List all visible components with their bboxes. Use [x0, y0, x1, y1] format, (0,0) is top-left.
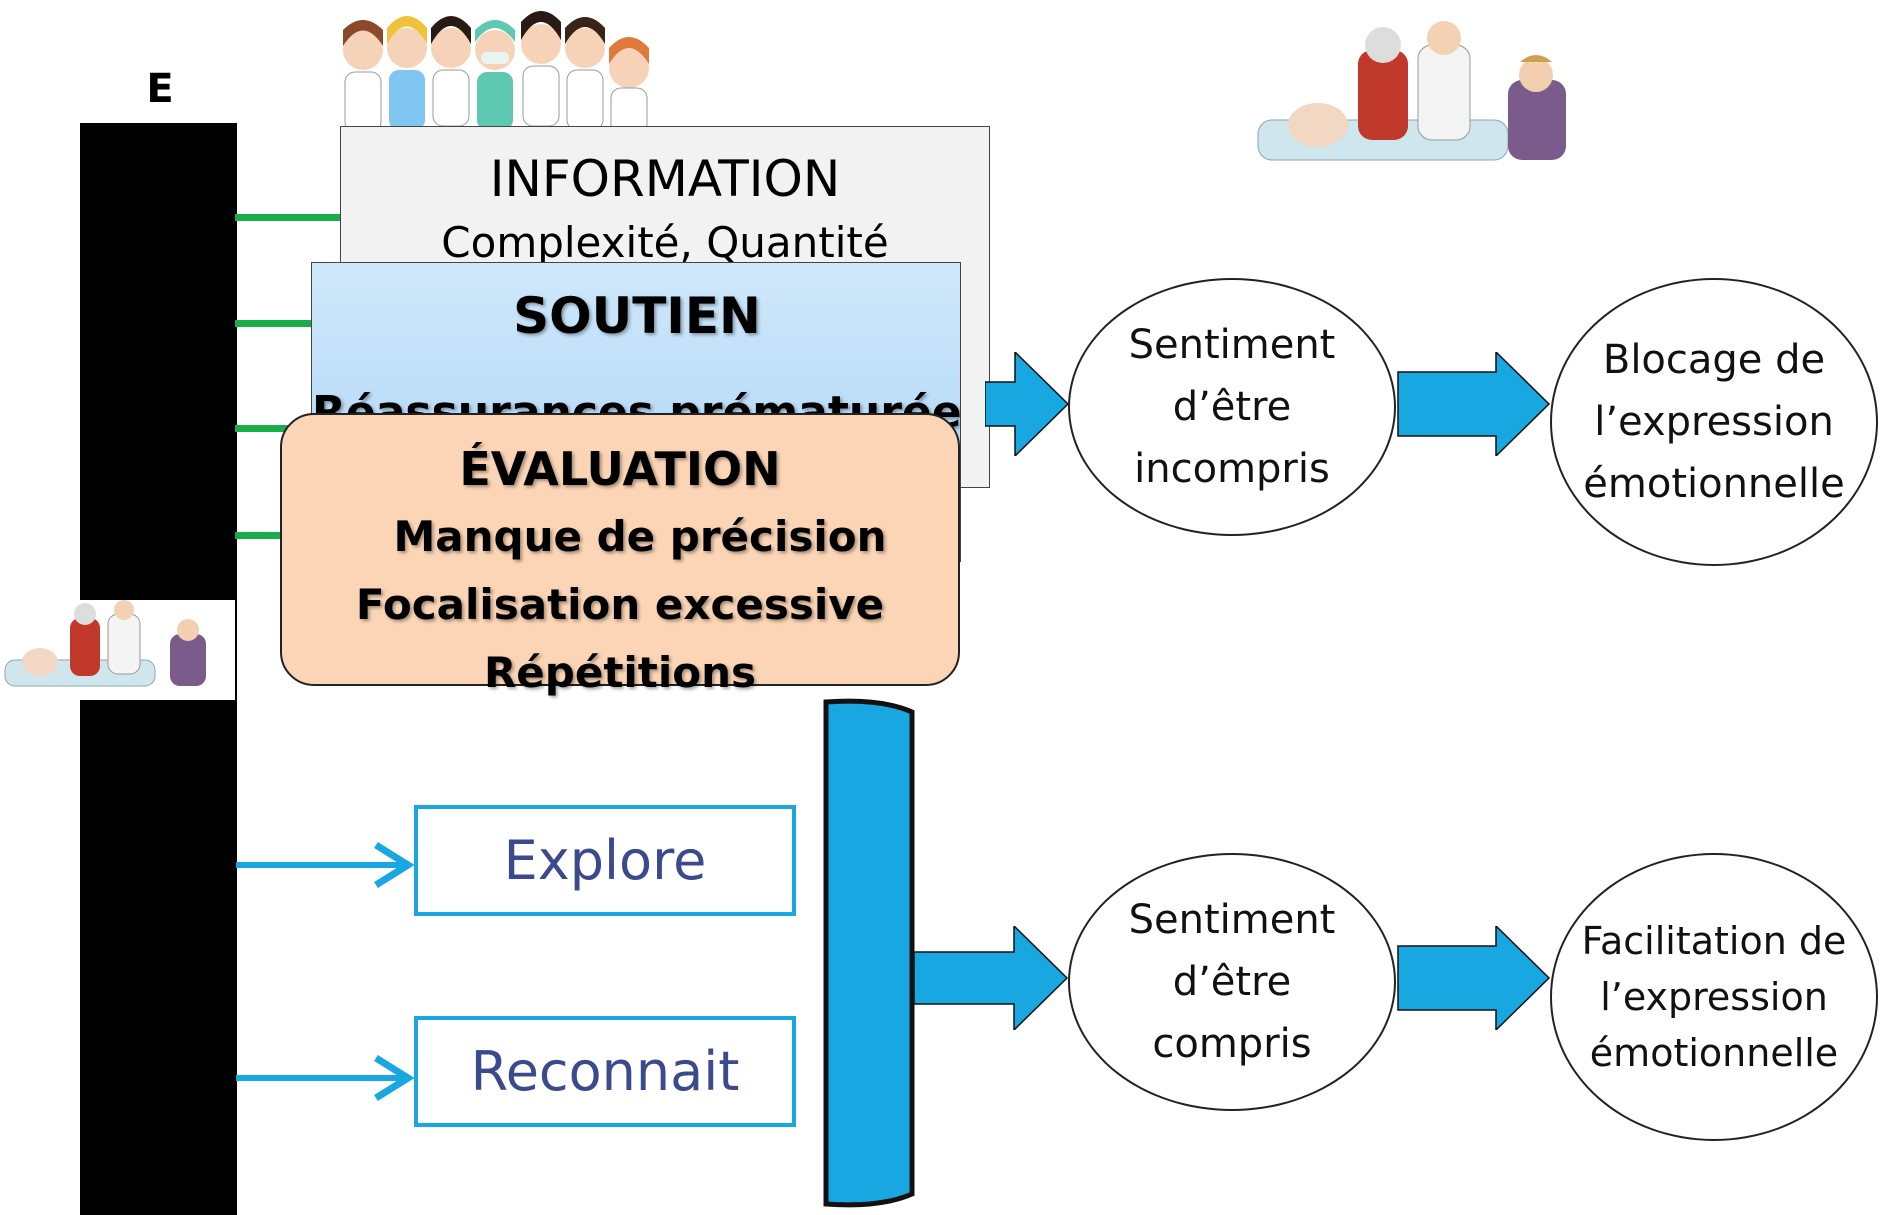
left-bar-letter: E: [146, 66, 174, 112]
soutien-title: SOUTIEN: [513, 287, 761, 345]
feeling-understood-line-3: compris: [1152, 1021, 1312, 1067]
feeling-understood-ellipse: Sentiment d’être compris: [1068, 853, 1396, 1111]
reconnait-box: Reconnait: [414, 1016, 796, 1127]
arrow-to-explore: [236, 842, 415, 888]
blue-bracket: [823, 698, 915, 1208]
evaluation-title: ÉVALUATION: [459, 442, 781, 496]
connector-soutien-2: [235, 425, 295, 432]
evaluation-box: [280, 413, 960, 686]
evaluation-line-3: Répétitions: [483, 648, 757, 697]
bedside-family-illustration-left: [0, 600, 235, 700]
emotional-facilitation-line-3: émotionnelle: [1589, 1031, 1839, 1075]
connector-evaluation: [235, 532, 285, 539]
emotional-blocking-line-2: l’expression: [1594, 399, 1834, 445]
arrow-top-to-result: [1397, 352, 1551, 456]
arrow-to-reconnait: [236, 1055, 415, 1101]
information-subtitle: Complexité, Quantité: [441, 218, 889, 267]
explore-box: Explore: [414, 805, 796, 916]
connector-information: [235, 214, 345, 221]
arrow-bottom-to-feeling: [914, 926, 1069, 1030]
arrow-top-to-feeling: [985, 352, 1070, 456]
connector-soutien: [235, 320, 315, 327]
medical-staff-illustration: [343, 11, 649, 130]
feeling-understood-line-2: d’être: [1172, 959, 1292, 1005]
feeling-misunderstood-ellipse: Sentiment d’être incompris: [1068, 278, 1396, 536]
emotional-facilitation-line-1: Facilitation de: [1581, 919, 1847, 963]
emotional-facilitation-line-2: l’expression: [1600, 975, 1828, 1019]
evaluation-line-1: Manque de précision: [393, 512, 887, 561]
feeling-misunderstood-line-1: Sentiment: [1128, 322, 1336, 368]
emotional-facilitation-ellipse: Facilitation de l’expression émotionnell…: [1550, 853, 1878, 1141]
feeling-understood-line-1: Sentiment: [1128, 897, 1336, 943]
arrow-bottom-to-result: [1397, 926, 1551, 1030]
emotional-blocking-line-3: émotionnelle: [1583, 461, 1845, 507]
feeling-misunderstood-line-3: incompris: [1134, 446, 1330, 492]
information-title: INFORMATION: [489, 150, 841, 208]
evaluation-line-2: Focalisation excessive: [355, 580, 885, 629]
bedside-family-illustration-top: [1248, 20, 1610, 185]
emotional-blocking-line-1: Blocage de: [1602, 337, 1826, 383]
emotional-blocking-ellipse: Blocage de l’expression émotionnelle: [1550, 278, 1878, 566]
feeling-misunderstood-line-2: d’être: [1172, 384, 1292, 430]
